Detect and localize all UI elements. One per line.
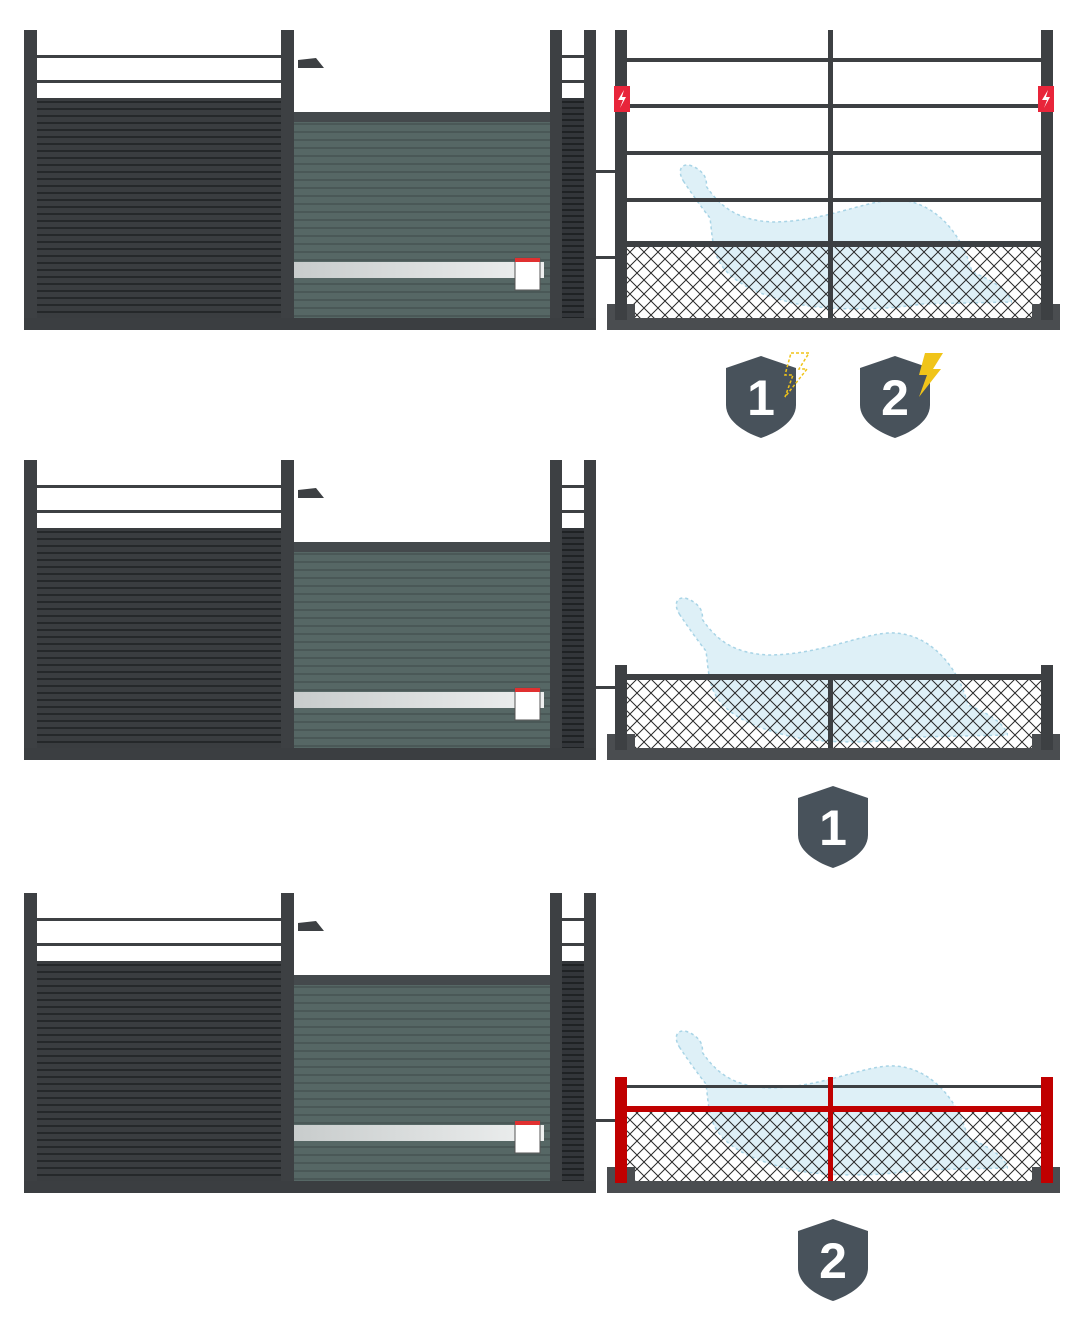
shield-badge: 2 — [860, 353, 943, 438]
ladder-post-left — [550, 30, 562, 330]
electric-wire — [627, 104, 1041, 108]
wire-lower — [37, 510, 281, 513]
ladder-post-right — [584, 460, 596, 760]
ladder-post-left — [550, 893, 562, 1193]
fence-post-left — [615, 30, 627, 320]
ladder-section — [550, 30, 596, 330]
lightning-outline-icon — [784, 352, 811, 398]
building-base — [24, 318, 596, 330]
top-rail — [627, 674, 1041, 680]
fence-post-right — [1041, 665, 1053, 750]
lightning-filled-icon — [919, 353, 943, 397]
mid-post — [281, 30, 294, 330]
fence-post-left — [615, 665, 627, 750]
dark-wall-section — [24, 30, 324, 330]
center-post — [828, 244, 833, 318]
chain-link-mesh — [627, 244, 1041, 318]
row-3: 2 — [24, 893, 1060, 1301]
dark-wall-section — [24, 460, 324, 760]
teal-wall-top — [294, 112, 550, 122]
concrete-base — [607, 748, 1060, 760]
camera-icon — [298, 488, 324, 498]
ladder-section — [550, 893, 596, 1193]
shield-icon — [726, 356, 796, 438]
building-base — [24, 1181, 596, 1193]
teal-wall-section — [294, 112, 550, 328]
shield-label: 2 — [881, 370, 909, 426]
chain-link-mesh — [627, 677, 1041, 748]
shield-icon — [798, 786, 868, 868]
building-base — [24, 748, 596, 760]
shield-badge: 1 — [726, 352, 811, 438]
electric-wire — [627, 151, 1041, 155]
pool-window — [294, 1125, 544, 1141]
top-rail — [627, 1106, 1041, 1112]
shield-badge: 2 — [798, 1219, 868, 1301]
shield-badge: 1 — [798, 786, 868, 868]
fence-post-right — [1041, 1077, 1053, 1183]
high-voltage-sign-icon — [614, 86, 630, 112]
connector-bracket — [596, 170, 616, 173]
shield-icon — [798, 1219, 868, 1301]
camera-icon — [298, 921, 324, 931]
camera-icon — [298, 58, 324, 68]
concrete-base — [607, 1181, 1060, 1193]
ladder-section — [550, 460, 596, 760]
signage-box-icon — [514, 1120, 541, 1154]
teal-wall-top — [294, 975, 550, 985]
upper-wire — [627, 1085, 1041, 1088]
wire-lower — [37, 943, 281, 946]
electric-wire — [627, 58, 1041, 62]
center-post — [828, 677, 833, 748]
connector-bracket — [596, 1119, 616, 1122]
wire-upper — [37, 55, 281, 58]
signage-box-icon — [514, 687, 541, 721]
ladder-post-right — [584, 893, 596, 1193]
mid-post — [281, 893, 294, 1193]
teal-wall-section — [294, 975, 550, 1191]
connector-bracket — [596, 686, 616, 689]
shield-icon — [860, 356, 930, 438]
teal-wall-top — [294, 542, 550, 552]
chain-link-mesh — [627, 1109, 1041, 1181]
mid-post — [281, 460, 294, 760]
shield-label: 1 — [819, 800, 847, 856]
ladder-post-right — [584, 30, 596, 330]
fence-post-right — [1041, 30, 1053, 320]
pool-window — [294, 692, 544, 708]
shield-label: 2 — [819, 1233, 847, 1289]
dark-wall-section — [24, 893, 324, 1193]
red-center-post — [828, 1077, 833, 1181]
teal-wall-section — [294, 542, 550, 758]
high-voltage-sign-icon — [1038, 86, 1054, 112]
left-post — [24, 893, 37, 1193]
left-post — [24, 460, 37, 760]
row-2: 1 — [24, 460, 1060, 868]
concrete-base — [607, 318, 1060, 330]
signage-box-icon — [514, 257, 541, 291]
ladder-post-left — [550, 460, 562, 760]
pool-window — [294, 262, 544, 278]
electric-wire — [627, 198, 1041, 202]
wire-upper — [37, 485, 281, 488]
left-post — [24, 30, 37, 330]
shield-label: 1 — [747, 370, 775, 426]
top-rail — [627, 241, 1041, 247]
wire-upper — [37, 918, 281, 921]
fence-center-post — [828, 30, 833, 244]
connector-bracket — [596, 256, 616, 259]
fence-post-left — [615, 1077, 627, 1183]
wire-lower — [37, 80, 281, 83]
